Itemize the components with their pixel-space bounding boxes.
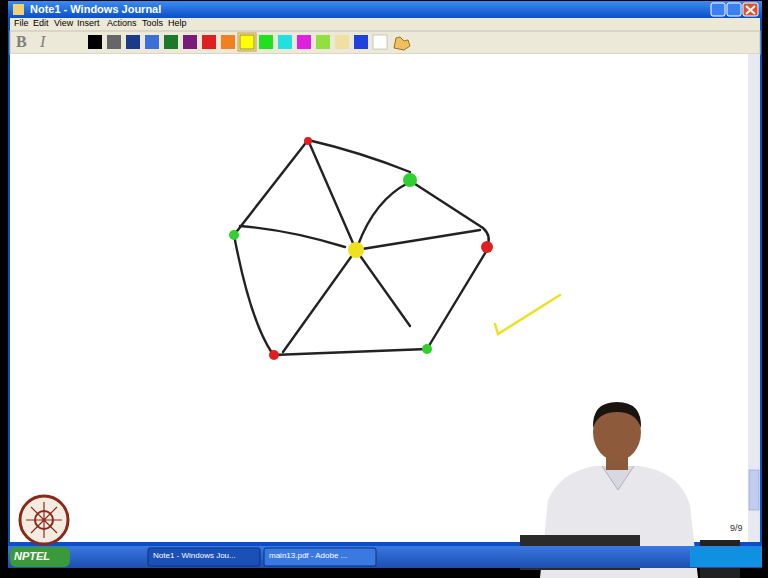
graph-spoke <box>358 183 408 245</box>
pen-swatch <box>259 35 273 49</box>
vertex-dot <box>422 344 432 354</box>
logo-ring <box>20 496 68 544</box>
pen-palette <box>88 33 410 51</box>
face <box>593 403 641 461</box>
graph-edge <box>412 182 489 247</box>
graph-edge <box>234 235 272 353</box>
scrollbar <box>748 54 760 542</box>
graph-edge <box>273 349 427 355</box>
page-indicator: 9/9 <box>730 524 743 534</box>
start-label: NPTEL <box>14 550 50 562</box>
menu-item: Actions <box>107 19 137 29</box>
pen-swatch <box>88 35 102 49</box>
vertex-colors <box>229 137 493 360</box>
graph-spoke <box>356 250 410 326</box>
minimize-button <box>711 3 725 16</box>
pen-swatch <box>354 35 368 49</box>
graph-spoke <box>308 140 356 250</box>
taskbar <box>8 546 762 568</box>
pen-swatch <box>202 35 216 49</box>
title-bar <box>8 1 762 18</box>
pen-swatch <box>278 35 292 49</box>
graph-spoke <box>283 250 356 352</box>
pen-swatch <box>107 35 121 49</box>
hair <box>593 402 641 428</box>
pen-swatch <box>297 35 311 49</box>
graph-spoke <box>356 230 480 250</box>
menu-item: Edit <box>33 19 49 29</box>
system-tray <box>690 547 762 567</box>
app-icon <box>13 4 24 15</box>
wheel-graph <box>234 140 489 355</box>
pen-swatch <box>335 35 349 49</box>
pen-swatch <box>316 35 330 49</box>
scroll-thumb <box>749 470 759 510</box>
graph-edge <box>427 250 487 349</box>
logo-spokes <box>26 502 62 538</box>
graph-edge <box>234 140 308 235</box>
pen-swatch <box>164 35 178 49</box>
vertex-dot <box>481 241 493 253</box>
menu-item: File <box>14 19 29 29</box>
graph-edge <box>308 140 410 172</box>
vertex-dot <box>348 242 364 258</box>
menu-bar <box>10 18 760 31</box>
window-frame <box>8 1 762 547</box>
start-button <box>10 547 70 567</box>
task-button <box>264 548 376 566</box>
pen-swatch <box>373 35 387 49</box>
italic-button: I <box>40 33 45 51</box>
vertex-dot <box>269 350 279 360</box>
nptel-logo <box>20 496 68 544</box>
vertex-dot <box>304 137 312 145</box>
task-label: Note1 - Windows Jou... <box>153 552 236 561</box>
menu-item: Insert <box>77 19 100 29</box>
pen-swatch <box>126 35 140 49</box>
graph-spoke <box>240 226 345 247</box>
pen-swatch <box>183 35 197 49</box>
maximize-button <box>727 3 741 16</box>
pen-swatch <box>240 35 254 49</box>
toolbar <box>10 31 760 54</box>
selected-frame <box>238 33 256 51</box>
pen-swatch <box>145 35 159 49</box>
close-cross <box>746 6 755 14</box>
close-button <box>743 3 758 16</box>
pen-swatch <box>221 35 235 49</box>
vertex-dot <box>229 230 239 240</box>
task-button <box>148 548 260 566</box>
task-label: main13.pdf - Adobe ... <box>269 552 347 561</box>
check-mark <box>495 295 560 334</box>
menu-item: View <box>54 19 73 29</box>
window-title: Note1 - Windows Journal <box>30 3 161 15</box>
menu-item: Help <box>168 19 187 29</box>
vertex-dot <box>403 173 417 187</box>
menu-item: Tools <box>142 19 163 29</box>
hand-icon <box>394 37 410 50</box>
bold-button: B <box>16 33 27 51</box>
